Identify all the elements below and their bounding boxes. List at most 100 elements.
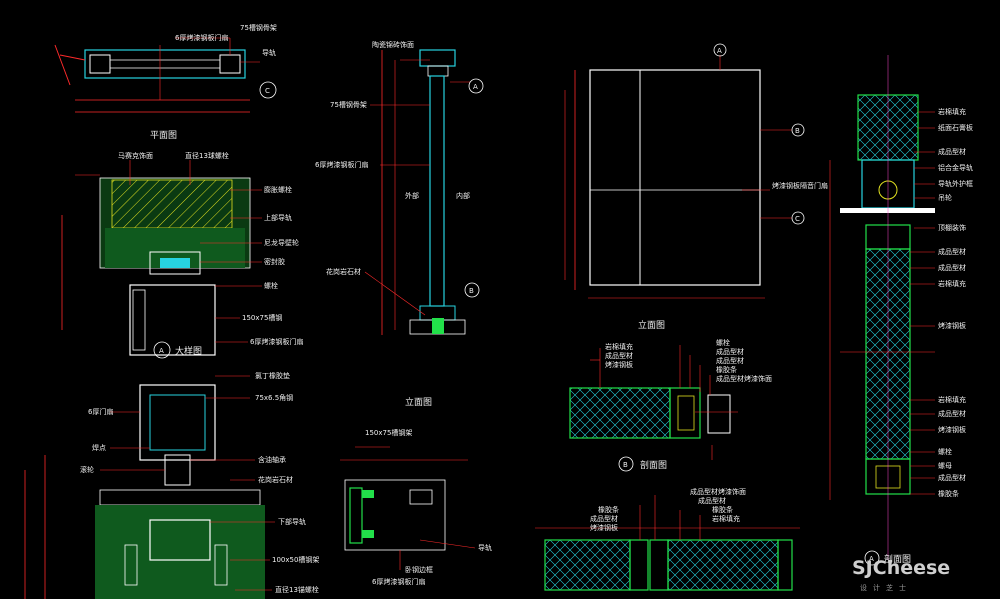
label-d-granite: 花岗岩石材	[258, 475, 293, 484]
sectionb-profile	[669, 387, 701, 439]
plan-view: C 6厚烤漆钢板门扇 75槽钢骨架 导轨 平面图	[54, 23, 277, 141]
bottom-angle	[149, 394, 206, 451]
label-v-p1: 成品型材	[938, 247, 966, 256]
label-b-rubber: 橡胶条	[598, 505, 619, 514]
bsec-end-profile	[777, 539, 793, 591]
right-elevation-view: A B C 烤漆钢板隔音门扇 立面图	[564, 43, 828, 331]
plan-door-frame	[84, 49, 246, 79]
bsec-right-panel	[667, 539, 779, 591]
channel-profile	[349, 487, 363, 544]
label-d-door6b: 6厚门扇	[88, 407, 113, 416]
label-b-profile: 成品型材	[698, 496, 726, 505]
label-b-profile2: 成品型材	[590, 514, 618, 523]
channel-leader	[419, 539, 476, 549]
label-m-tile: 陶瓷锦砖饰面	[372, 40, 414, 49]
label-d-bolt13b: 直径13锚螺栓	[275, 585, 319, 594]
channel-rail	[409, 489, 433, 505]
detail-mosaic-hatch	[111, 179, 233, 229]
elev-door-outline	[589, 69, 761, 286]
elev-marker-a	[713, 43, 727, 57]
vertical-section-view: 岩棉填充 纸面石膏板 成品型材 铝合金导轨 导轨外护框 吊轮 顶棚装饰 成品型材…	[829, 55, 973, 566]
plan-left-profile	[89, 54, 111, 74]
elev-marker-b-text: B	[795, 127, 800, 135]
label-b-rubber2: 橡胶条	[712, 505, 733, 514]
label-v-profile: 成品型材	[938, 147, 966, 156]
label-v-p4: 成品型材	[938, 409, 966, 418]
label-b-rock: 岩棉填充	[712, 514, 740, 523]
channel-flange	[362, 490, 374, 498]
vsec-ceiling	[840, 208, 935, 213]
plan-marker-c	[259, 81, 277, 99]
mid-marker-b	[464, 282, 480, 298]
plan-break-line	[54, 44, 71, 86]
label-m-door6: 6厚烤漆钢板门扇	[315, 160, 368, 169]
label-v-alloy: 铝合金导轨	[938, 163, 973, 172]
title-elevation-mid: 立面图	[405, 396, 432, 408]
label-b-steel: 烤漆钢板	[590, 523, 618, 532]
label-m-inside: 内部	[456, 191, 470, 200]
channel-flange	[362, 530, 374, 538]
title-plan: 平面图	[150, 130, 177, 141]
section-b-view: B 剖面图 岩棉填充 成品型材 烤漆钢板 螺栓 成品型材 成品型材 橡胶条 成品…	[569, 338, 772, 472]
bottom-door-frame	[139, 384, 216, 461]
channel-detail-view: 150x75槽钢架 导轨 卧钢边框 6厚烤漆钢板门扇	[340, 428, 492, 586]
mid-marker-a-text: A	[473, 83, 478, 91]
bottom-section-view: 成品型材烤漆饰面 成品型材 橡胶条 橡胶条 成品型材 岩棉填充 烤漆钢板	[535, 487, 800, 591]
bottom-concrete	[95, 505, 265, 599]
bsec-left-profile	[629, 539, 649, 591]
label-d-seal: 密封胶	[264, 257, 285, 266]
label-d-angle: 75x6.5角钢	[255, 393, 293, 402]
sectionb-marker-text: B	[623, 461, 628, 469]
label-d-weld: 焊点	[92, 443, 106, 452]
sectionb-profile-inner	[677, 395, 695, 431]
label-v-ceiling: 顶棚装饰	[938, 223, 966, 232]
label-plan-steel: 75槽钢骨架	[240, 23, 277, 32]
label-v-p2: 成品型材	[938, 263, 966, 272]
label-d-top-rail: 上部导轨	[264, 213, 292, 222]
label-c-door: 6厚烤漆钢板门扇	[372, 577, 425, 586]
detail-nylon-wheel	[160, 258, 190, 268]
label-v-steel2: 烤漆钢板	[938, 425, 966, 434]
title-section-b: 剖面图	[640, 459, 667, 471]
sectionb-insulation	[569, 387, 671, 439]
label-s-rock: 岩棉填充	[605, 342, 633, 351]
label-v-nut: 螺母	[938, 461, 952, 470]
marker-a-text: A	[159, 347, 164, 355]
watermark-brand: SJCheese	[852, 557, 950, 579]
detail-channel	[132, 289, 146, 351]
label-b-finish: 成品型材烤漆饰面	[690, 487, 746, 496]
vsec-marker	[864, 550, 880, 566]
label-s-bolt: 螺栓	[716, 338, 730, 347]
plan-break-line	[59, 54, 86, 61]
channel-outline	[344, 479, 446, 551]
label-v-rock3: 岩棉填充	[938, 395, 966, 404]
detail-a-leaders	[129, 160, 262, 343]
vsec-leaders	[910, 111, 935, 495]
label-v-gypsum: 纸面石膏板	[938, 123, 973, 132]
elev-marker-a-text: A	[717, 47, 722, 55]
label-d-bolt: 螺栓	[264, 281, 278, 290]
label-m-outside: 外部	[405, 191, 419, 200]
label-d-channel100: 100x50槽钢架	[272, 555, 319, 564]
label-d-bottom-rail: 下部导轨	[278, 517, 306, 526]
label-d-rubber: 氯丁橡胶垫	[255, 371, 290, 380]
title-elevation-right: 立面图	[638, 319, 665, 331]
label-d-nylon: 尼龙导壁轮	[264, 238, 299, 247]
label-v-bolt: 螺栓	[938, 447, 952, 456]
bottom-rail	[149, 519, 211, 561]
label-d-expbolt: 膨胀螺栓	[264, 185, 292, 194]
mid-leader	[364, 271, 426, 316]
bottom-leaders	[100, 375, 275, 591]
label-v-rock: 岩棉填充	[938, 107, 966, 116]
mid-marker-a	[468, 78, 484, 94]
label-d-wheel: 滚轮	[80, 465, 94, 474]
label-v-rock2: 岩棉填充	[938, 279, 966, 288]
label-c-steel: 150x75槽钢架	[365, 428, 412, 437]
bsec-left-panel	[544, 539, 631, 591]
bottom-anchor	[124, 544, 138, 586]
marker-a	[153, 341, 171, 359]
label-c-rail: 导轨	[478, 543, 492, 552]
label-c-angle: 卧钢边框	[405, 565, 433, 574]
label-v-p5: 成品型材	[938, 473, 966, 482]
label-d-bearing: 含油轴承	[258, 455, 286, 464]
